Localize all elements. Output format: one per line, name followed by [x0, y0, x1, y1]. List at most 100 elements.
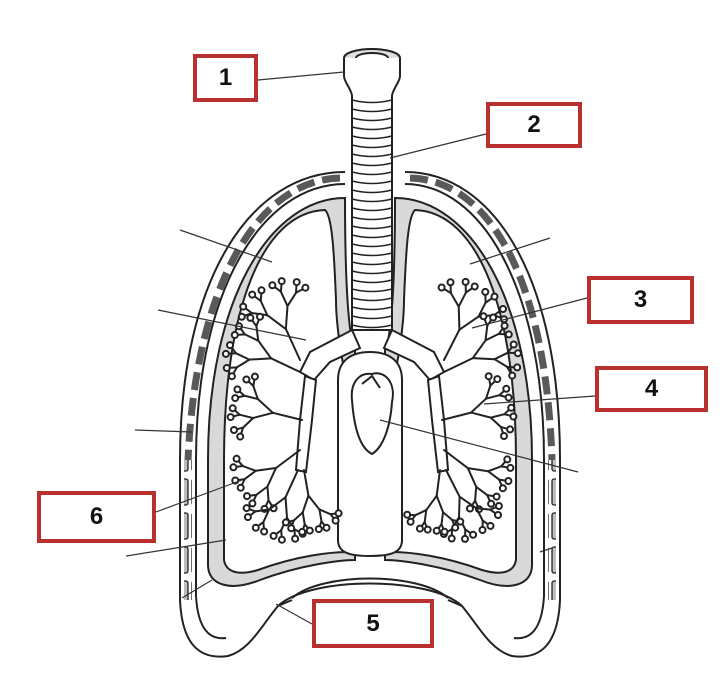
bronchiole: [266, 466, 277, 488]
trachea-ring: [351, 306, 393, 311]
alveolus: [298, 527, 307, 536]
alveolus: [228, 404, 237, 413]
label-box-1: 1: [193, 54, 258, 102]
alveolus: [237, 312, 246, 321]
alveolus: [331, 516, 340, 525]
alveolus: [403, 510, 412, 519]
bronchiole: [284, 328, 301, 361]
alveolus: [242, 375, 251, 384]
bronchiole: [466, 467, 478, 488]
trachea-ring: [351, 135, 393, 140]
alveolus: [498, 484, 507, 493]
bronchiole: [256, 398, 274, 414]
bronchiole: [489, 416, 502, 429]
alveolus: [484, 372, 493, 381]
alveolus: [233, 385, 242, 394]
bronchiole: [259, 300, 269, 317]
alveolus: [232, 454, 241, 463]
bronchiole: [414, 509, 428, 517]
alveolus: [487, 499, 496, 508]
trachea-ring: [351, 216, 393, 221]
bronchiole: [252, 411, 274, 419]
bronchiole: [466, 467, 490, 473]
bronchiole: [471, 339, 487, 360]
bronchiole: [443, 328, 461, 361]
bronchiole: [279, 290, 289, 308]
alveolus: [466, 504, 474, 513]
alveolus: [461, 277, 470, 286]
bronchiole: [292, 511, 304, 522]
bronchiole: [241, 465, 257, 472]
trachea-ring: [351, 324, 393, 329]
alveolus: [291, 534, 300, 543]
bronchiole: [443, 357, 474, 373]
trachea-ring: [351, 171, 393, 176]
bronchiole: [470, 411, 492, 419]
bronchiole: [255, 325, 260, 342]
trachea-ring: [351, 243, 393, 248]
label-4-text: 4: [644, 375, 659, 402]
alveolus: [277, 535, 286, 544]
bronchiole: [262, 508, 271, 524]
chest-wall-left: [179, 171, 346, 658]
bronchiole: [470, 397, 487, 414]
label-box-4: 4: [595, 366, 708, 412]
bronchiole: [458, 495, 478, 510]
leader-line-1: [257, 71, 345, 81]
alveolus: [437, 283, 446, 292]
label-5-text: 5: [366, 609, 380, 637]
alveolus: [502, 384, 511, 393]
trachea-ring: [351, 198, 393, 203]
alveolus: [492, 492, 501, 501]
bronchiole: [487, 470, 501, 481]
bronchiole: [243, 469, 257, 481]
trachea-ring: [351, 162, 393, 167]
alveolus: [500, 432, 508, 440]
bronchiole: [284, 496, 288, 519]
bronchiole: [484, 324, 489, 342]
unlabeled-line-right-2: [379, 419, 579, 473]
bronchiole: [458, 495, 461, 519]
alveolus: [504, 330, 513, 339]
bronchiole: [435, 494, 445, 514]
trachea-ring: [351, 108, 393, 113]
bronchiole: [475, 485, 489, 497]
bronchiole: [471, 357, 496, 361]
trachea-ring: [351, 225, 393, 230]
alveolus: [248, 290, 257, 299]
alveolus: [456, 517, 465, 526]
alveolus: [230, 426, 238, 434]
trachea-ring: [351, 315, 393, 320]
alveolus: [257, 286, 266, 295]
alveolus: [486, 521, 495, 530]
alveolus: [268, 281, 277, 290]
bronchiole: [484, 332, 500, 342]
trachea-ring: [351, 279, 393, 284]
alveolus: [508, 371, 517, 380]
bronchiole: [477, 301, 487, 318]
alveolus: [503, 455, 512, 464]
lung-left: [223, 208, 349, 574]
bronchiole: [457, 291, 467, 308]
alveolus: [221, 349, 230, 358]
leader-line-5: [275, 603, 313, 625]
trachea-ring: [351, 117, 393, 122]
bronchiole: [493, 358, 509, 368]
alveolus: [513, 363, 522, 372]
bronchiole: [493, 351, 509, 361]
alveolus: [432, 526, 441, 535]
alveolus: [281, 518, 290, 527]
trachea-ring: [351, 189, 393, 194]
bronchiole: [318, 508, 332, 516]
bronchiole: [307, 494, 321, 511]
label-box-5: 5: [312, 599, 434, 648]
alveolus: [509, 412, 518, 421]
alveolus: [230, 331, 239, 339]
label-box-3: 3: [587, 276, 694, 324]
unlabeled-line-left-5: [181, 579, 213, 599]
bronchiole: [457, 305, 461, 331]
bronchiole: [475, 507, 492, 511]
trachea: [343, 48, 401, 331]
bronchiole: [445, 469, 461, 498]
leader-line-6: [155, 479, 243, 513]
